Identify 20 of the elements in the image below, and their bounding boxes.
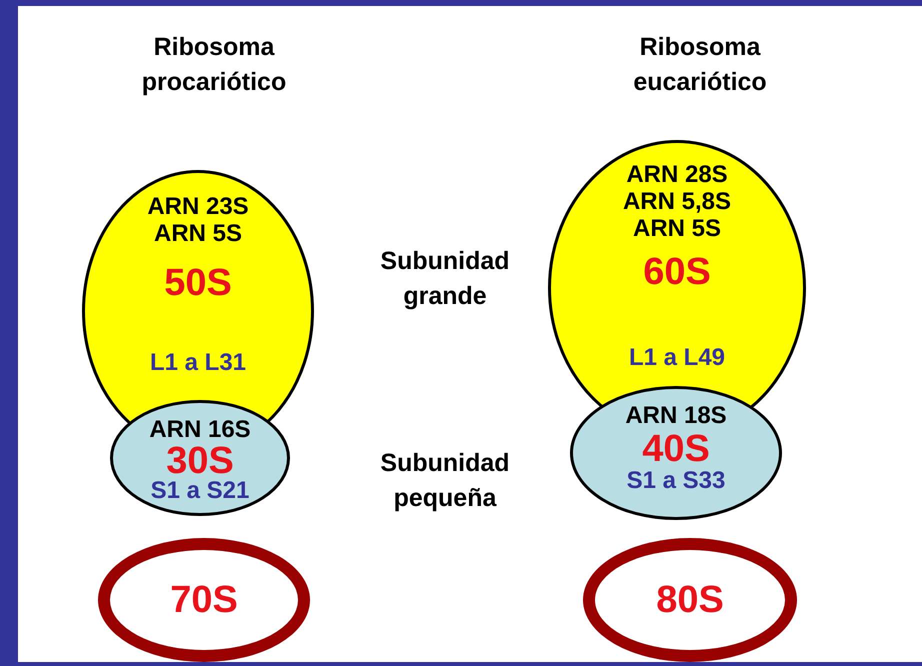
subunit-label: Subunidad pequeña	[379, 448, 511, 514]
rna-label: ARN 5,8S	[622, 188, 732, 216]
sedimentation-label: 60S	[643, 250, 711, 294]
protein-range-label: L1 a L31	[150, 350, 246, 378]
highlight-ring	[98, 538, 310, 662]
rna-label: ARN 23S	[147, 194, 249, 221]
sedimentation-label: 80S	[656, 578, 724, 622]
rna-label: ARN 18S	[625, 403, 727, 430]
sedimentation-label: 40S	[642, 428, 710, 470]
rna-label: ARN 5S	[632, 216, 722, 243]
rna-label: ARN 28S	[626, 162, 728, 189]
column-heading: Ribosoma procariótico	[140, 32, 288, 98]
protein-range-label: L1 a L49	[628, 345, 726, 372]
column-heading: Ribosoma eucariótico	[632, 32, 768, 98]
rna-label: ARN 5S	[154, 220, 242, 248]
sedimentation-label: 50S	[164, 262, 232, 304]
subunit-label: Subunidad grande	[379, 246, 511, 312]
protein-range-label: S1 a S33	[626, 468, 726, 496]
sedimentation-label: 70S	[170, 578, 238, 622]
highlight-ring	[583, 538, 797, 662]
